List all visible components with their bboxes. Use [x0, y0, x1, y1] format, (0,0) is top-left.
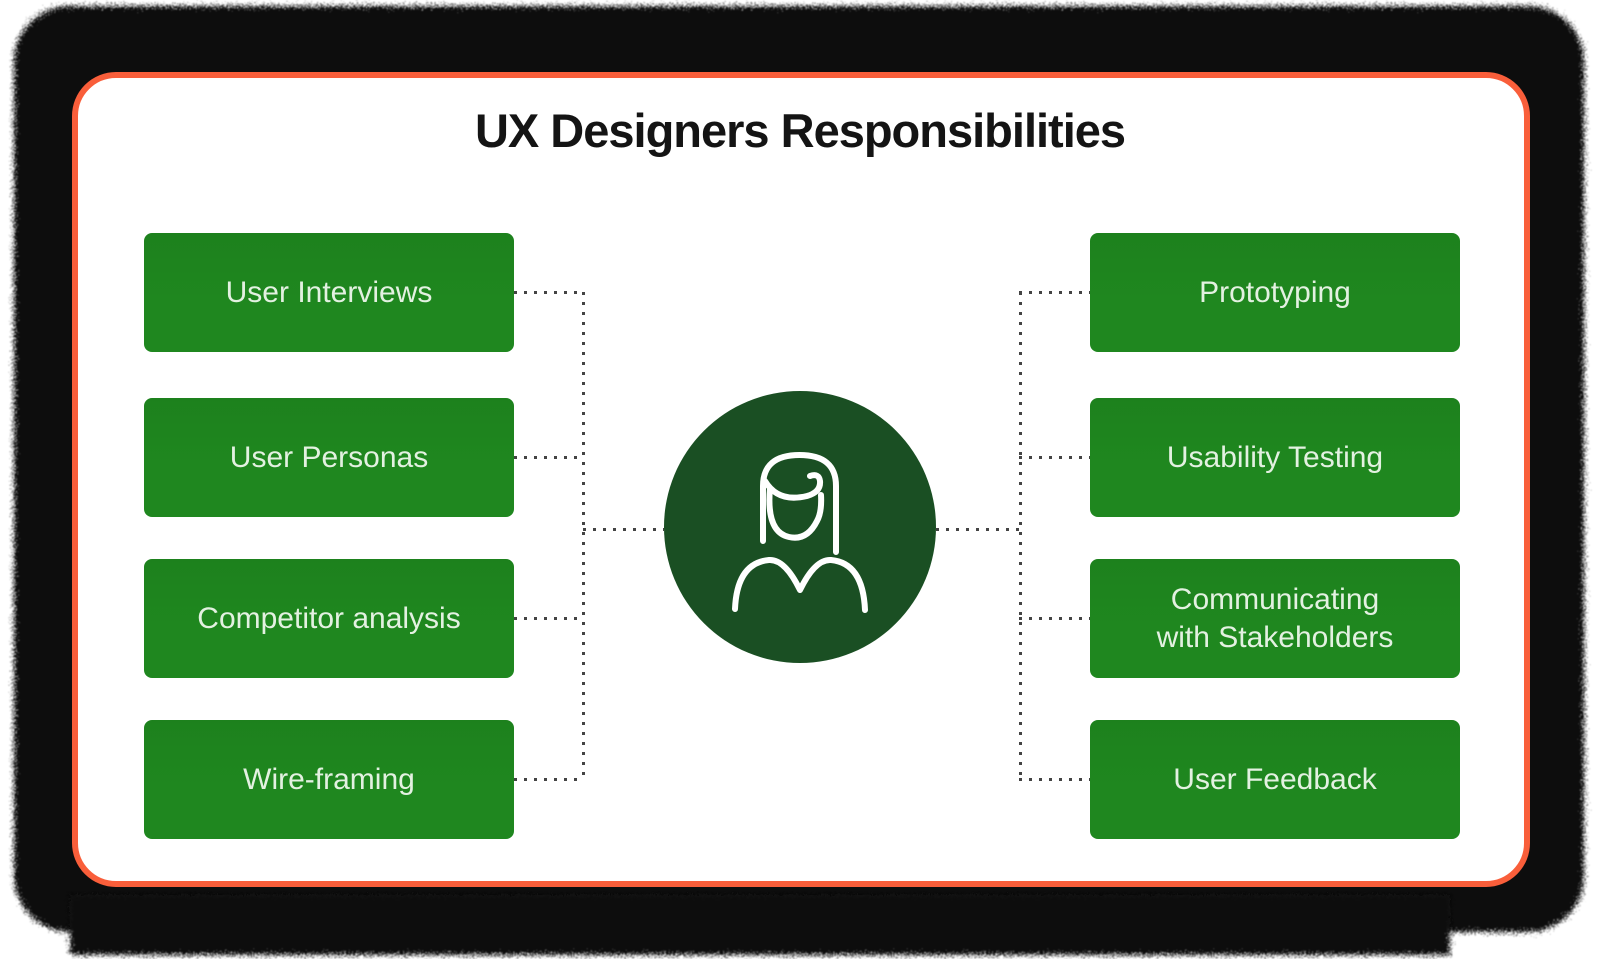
box-label: Wire-framing [243, 762, 415, 796]
box-label: Competitor analysis [197, 601, 461, 635]
connector-stub-left-2 [514, 456, 584, 459]
box-communicating-with-stakeholders: Communicating with Stakeholders [1090, 559, 1460, 678]
connector-rail-left [582, 292, 585, 780]
connector-center-right [936, 528, 1021, 531]
box-wire-framing: Wire-framing [144, 720, 514, 839]
box-label: Usability Testing [1166, 440, 1384, 474]
connector-stub-right-3 [1019, 617, 1091, 620]
page-title: UX Designers Responsibilities [474, 104, 1126, 157]
connector-stub-right-1 [1019, 291, 1091, 294]
connector-stub-left-3 [514, 617, 584, 620]
box-user-personas: User Personas [144, 398, 514, 517]
avatar [664, 391, 936, 663]
box-label: User Feedback [1173, 762, 1377, 796]
box-competitor-analysis: Competitor analysis [144, 559, 514, 678]
box-label: Prototyping [1199, 275, 1351, 309]
connector-stub-right-4 [1019, 778, 1091, 781]
box-prototyping: Prototyping [1090, 233, 1460, 352]
connector-rail-right [1019, 292, 1022, 780]
box-user-feedback: User Feedback [1090, 720, 1460, 839]
female-user-icon [732, 452, 868, 613]
connector-center-left [583, 528, 664, 531]
box-user-interviews: User Interviews [144, 233, 514, 352]
connector-stub-left-4 [514, 778, 584, 781]
box-label: User Interviews [225, 275, 433, 309]
box-label: User Personas [229, 440, 429, 474]
box-label: Communicating with Stakeholders [1156, 583, 1394, 654]
box-usability-testing: Usability Testing [1090, 398, 1460, 517]
connector-stub-left-1 [514, 291, 584, 294]
connector-stub-right-2 [1019, 456, 1091, 459]
